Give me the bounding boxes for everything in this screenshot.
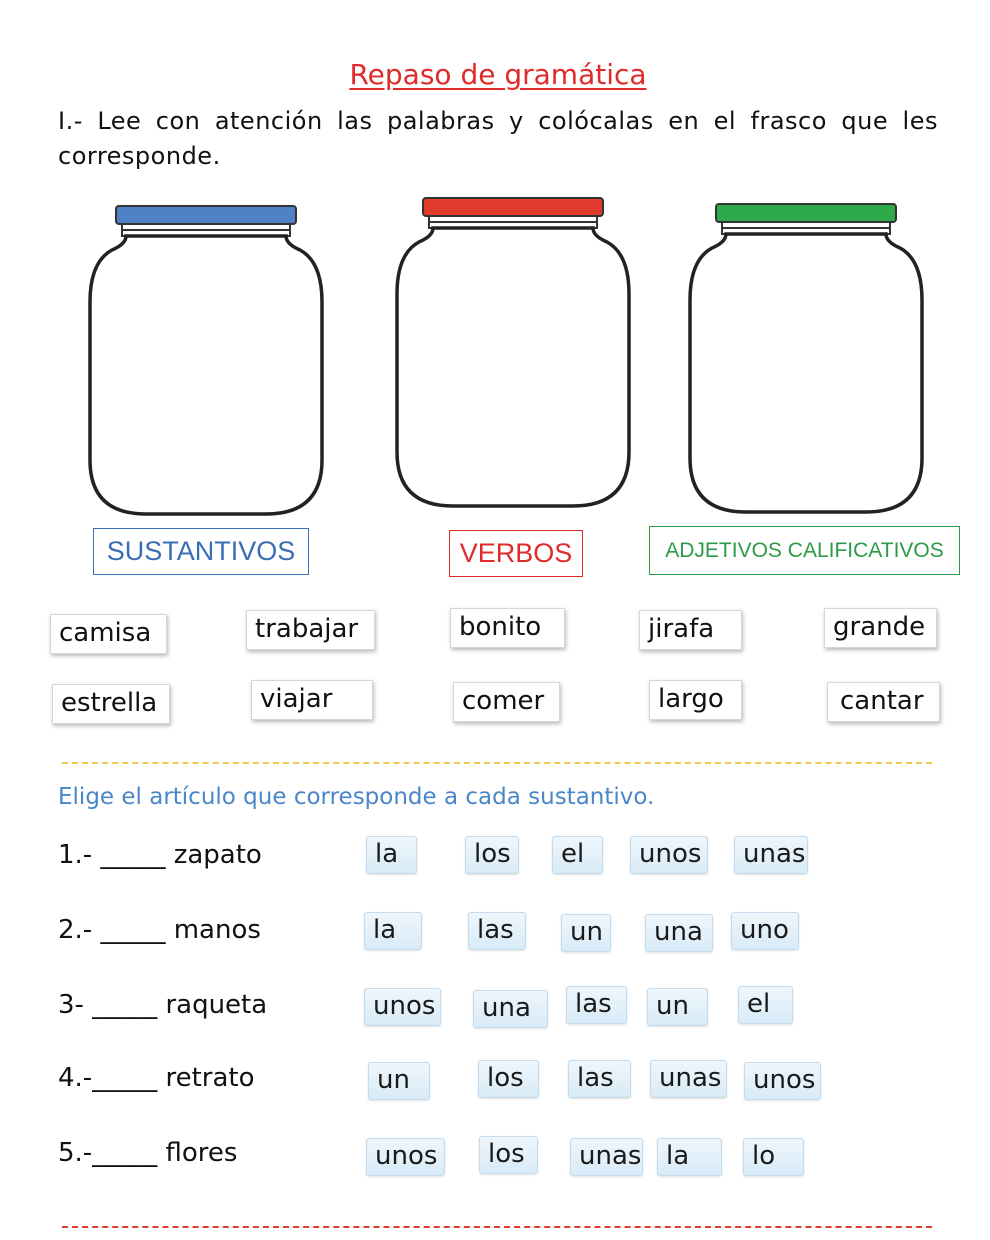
word-card[interactable]: trabajar [246,610,375,650]
word-card[interactable]: estrella [52,684,170,724]
word-card[interactable]: bonito [450,608,565,648]
article-option[interactable]: lo [743,1138,804,1176]
question-prompt: 1.- _____ zapato [58,840,262,870]
page-title: Repaso de gramática [349,58,647,91]
article-option[interactable]: la [366,836,417,874]
article-option[interactable]: la [364,912,422,950]
word-card[interactable]: grande [824,608,937,648]
article-option[interactable]: unas [734,836,808,874]
question-prompt: 4.-_____ retrato [58,1063,255,1093]
word-card[interactable]: viajar [251,680,373,720]
article-option[interactable]: unos [630,836,708,874]
article-option[interactable]: las [468,912,526,950]
question-prompt: 2.- _____ manos [58,915,261,945]
section-divider [62,762,932,764]
jar-lid [115,205,297,225]
article-option[interactable]: un [561,914,611,952]
article-option[interactable]: unos [744,1062,821,1100]
article-option[interactable]: los [478,1060,539,1098]
word-card[interactable]: comer [453,682,560,722]
article-option[interactable]: unos [364,988,441,1026]
word-card[interactable]: camisa [50,614,167,654]
article-option[interactable]: unas [650,1060,727,1098]
article-option[interactable]: la [657,1138,722,1176]
article-option[interactable]: los [465,836,519,874]
article-option[interactable]: el [552,836,603,874]
category-label-verbos: VERBOS [449,530,583,577]
question-prompt: 3- _____ raqueta [58,990,268,1020]
category-label-sustantivos: SUSTANTIVOS [93,528,309,575]
word-card[interactable]: cantar [827,682,940,722]
bottom-divider [62,1226,932,1228]
article-option[interactable]: una [645,914,713,952]
section-subtitle: Elige el artículo que corresponde a cada… [58,784,655,810]
article-option[interactable]: unos [366,1138,445,1176]
jar-sustantivos[interactable] [86,202,326,520]
article-option[interactable]: las [566,986,627,1024]
article-option[interactable]: uno [731,912,799,950]
article-option[interactable]: los [479,1136,538,1174]
category-label-adjetivos: ADJETIVOS CALIFICATIVOS [649,526,960,575]
jar-lid [422,197,604,217]
jar-lid [715,203,897,223]
word-card[interactable]: jirafa [639,610,742,650]
article-option[interactable]: un [647,988,708,1026]
word-card[interactable]: largo [649,680,742,720]
question-prompt: 5.-_____ flores [58,1138,238,1168]
jar-adjetivos[interactable] [686,200,926,518]
article-option[interactable]: un [368,1062,430,1100]
article-option[interactable]: unas [570,1138,643,1176]
article-option[interactable]: una [473,990,548,1028]
article-option[interactable]: las [568,1060,631,1098]
jar-verbos[interactable] [393,194,633,512]
instructions-text: I.- Lee con atención las palabras y coló… [58,107,938,170]
article-option[interactable]: el [738,986,793,1024]
